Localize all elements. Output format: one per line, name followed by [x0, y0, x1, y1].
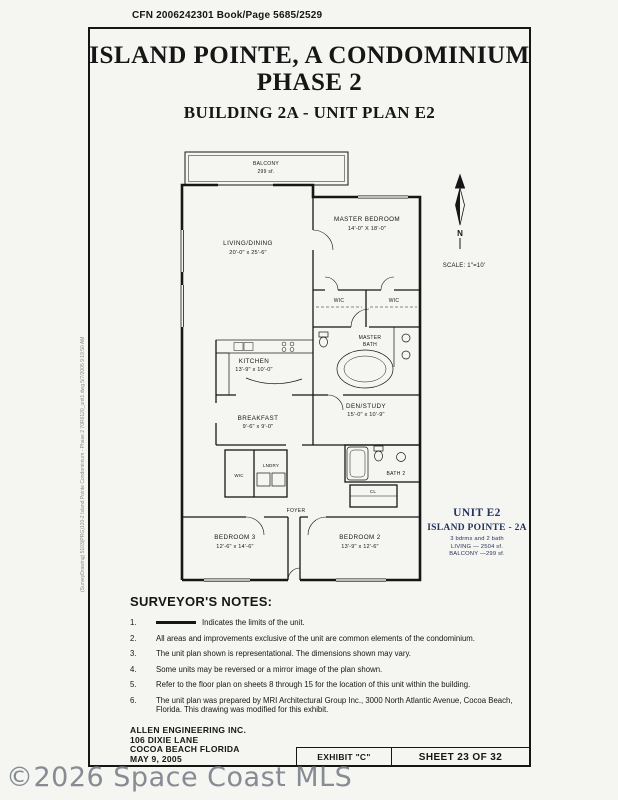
room-dims-den-study: 15'-0" x 10'-9"	[347, 412, 384, 418]
unit-limit-line-symbol	[156, 621, 196, 624]
drawing-date: MAY 9, 2005	[130, 753, 182, 764]
surveyors-notes: SURVEYOR'S NOTES: 1. Indicates the limit…	[130, 594, 524, 720]
room-label-wic-left: WIC	[334, 298, 345, 304]
firm-name: ALLEN ENGINEERING INC.	[130, 725, 247, 735]
title-block: ISLAND POINTE, A CONDOMINIUM PHASE 2 BUI…	[88, 42, 531, 123]
fixtures	[215, 306, 417, 497]
room-dims-kitchen: 13'-9" x 10'-0"	[235, 367, 272, 373]
room-dims-living-dining: 20'-0" x 25'-6"	[229, 250, 266, 256]
room-label-master-bath-1: MASTER	[359, 335, 382, 341]
note-number: 3.	[130, 649, 137, 658]
room-label-master-bedroom: MASTER BEDROOM	[334, 216, 400, 223]
room-area-balcony: 299 sf.	[257, 169, 274, 175]
unit-info-building: ISLAND POINTE - 2A	[427, 523, 527, 533]
drawing-border-frame	[88, 27, 531, 767]
note-text: The unit plan shown is representational.…	[156, 649, 411, 658]
room-label-closet: CL	[370, 489, 376, 494]
surveyors-notes-heading: SURVEYOR'S NOTES:	[130, 594, 273, 609]
room-dims-bedroom2: 13'-9" x 12'-6"	[341, 544, 378, 550]
note-text: Some units may be reversed or a mirror i…	[156, 664, 383, 674]
room-label-living-dining: LIVING/DINING	[223, 240, 273, 247]
note-number: 5.	[130, 680, 137, 689]
north-label: N	[457, 229, 463, 238]
unit-info-living-area: LIVING — 2504 sf.	[451, 544, 503, 550]
note-text: Indicates the limits of the unit.	[156, 618, 518, 627]
cad-file-sidebar-text: (SurveyDrawing) 5103(PRG)120-2 Island Po…	[80, 336, 86, 592]
engineering-firm-block: ALLEN ENGINEERING INC. 106 DIXIE LANE CO…	[130, 725, 247, 764]
note-item-5: 5. Refer to the floor plan on sheets 8 t…	[130, 680, 524, 689]
exhibit-label-box: EXHIBIT "C"	[296, 747, 392, 766]
mls-watermark: ©2026 Space Coast MLS	[6, 762, 353, 793]
room-label-breakfast: BREAKFAST	[238, 415, 279, 422]
scale-label: SCALE: 1"=10'	[443, 263, 485, 269]
page-title: ISLAND POINTE, A CONDOMINIUM	[89, 42, 530, 69]
recording-stamp: CFN 2006242301 Book/Page 5685/2529	[132, 10, 323, 21]
room-label-den-study: DEN/STUDY	[346, 403, 386, 410]
note-number: 2.	[130, 633, 137, 643]
floor-plan-svg: N SCALE: 1"=10' BALCONY 299 sf. LIVING/D…	[180, 151, 527, 583]
page-subtitle-phase: PHASE 2	[256, 69, 363, 96]
door-swings	[245, 229, 395, 581]
note-number: 4.	[130, 664, 137, 674]
room-dims-master-bedroom: 14'-0" X 18'-0"	[348, 226, 386, 232]
room-label-bedroom3: BEDROOM 3	[214, 534, 255, 541]
note-item-2: 2. All areas and improvements exclusive …	[130, 634, 524, 643]
windows-and-sliders	[180, 184, 408, 583]
note-number: 1.	[130, 618, 137, 627]
north-arrow-icon	[454, 173, 466, 249]
room-label-balcony: BALCONY	[253, 161, 279, 167]
firm-address-line1: 106 DIXIE LANE	[130, 734, 199, 745]
room-label-bath2: BATH 2	[387, 471, 406, 477]
room-label-master-bath-2: BATH	[363, 342, 377, 348]
interior-walls	[182, 197, 421, 580]
note-item-1: 1. Indicates the limits of the unit.	[130, 618, 524, 627]
note-item-6: 6. The unit plan was prepared by MRI Arc…	[130, 696, 524, 714]
room-label-bedroom2: BEDROOM 2	[339, 534, 380, 541]
room-label-wic-hall: WIC	[234, 473, 244, 478]
page-subtitle-unit: BUILDING 2A - UNIT PLAN E2	[183, 103, 436, 122]
unit-info-beds-baths: 3 bdrms and 2 bath	[450, 536, 504, 542]
unit-info-title: UNIT E2	[453, 507, 501, 519]
sheet-number-box: SHEET 23 OF 32	[392, 747, 529, 766]
unit-info-balcony-area: BALCONY —299 sf.	[449, 551, 505, 557]
note-text: The unit plan was prepared by MRI Archit…	[156, 695, 513, 714]
room-label-kitchen: KITCHEN	[239, 358, 269, 365]
note-item-4: 4. Some units may be reversed or a mirro…	[130, 665, 524, 674]
note-text-body: Indicates the limits of the unit.	[202, 618, 305, 627]
room-label-wic-right: WIC	[389, 298, 400, 304]
room-label-laundry: LNDRY	[263, 463, 279, 468]
room-label-foyer: FOYER	[287, 508, 306, 514]
room-dims-bedroom3: 12'-6" x 14'-6"	[216, 544, 253, 550]
note-text: Refer to the floor plan on sheets 8 thro…	[156, 680, 471, 689]
note-item-3: 3. The unit plan shown is representation…	[130, 649, 524, 658]
firm-address-line2: COCOA BEACH FLORIDA	[130, 744, 240, 754]
room-dims-breakfast: 9'-6" x 9'-0"	[243, 424, 274, 430]
note-number: 6.	[130, 695, 137, 705]
note-text: All areas and improvements exclusive of …	[156, 633, 475, 643]
